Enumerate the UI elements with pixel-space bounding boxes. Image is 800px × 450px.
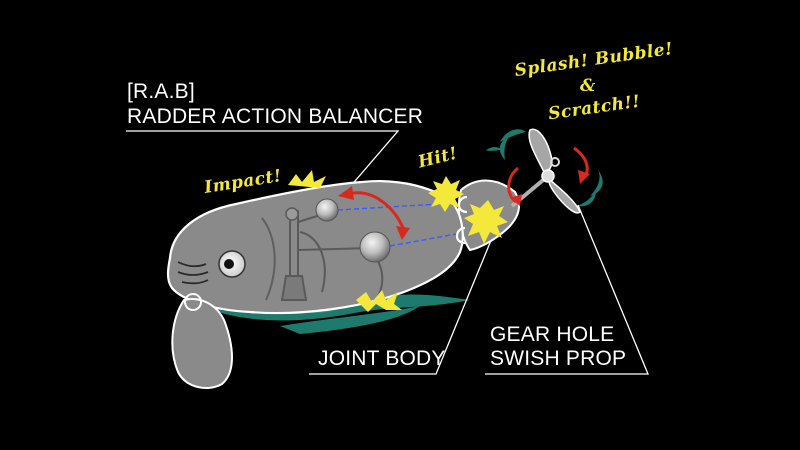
swish-prop-label: SWISH PROP xyxy=(490,347,627,370)
diving-lip xyxy=(171,298,233,389)
pivot-knob xyxy=(285,207,299,221)
balancer-ball-lower xyxy=(359,231,391,263)
balancer-ball-upper xyxy=(315,198,339,222)
swish-prop xyxy=(528,128,581,214)
lure-mouth xyxy=(177,261,209,285)
line-tie-eye xyxy=(184,293,202,311)
gear-hole-label: GEAR HOLE xyxy=(490,323,615,346)
rab-abbreviation: [R.A.B] xyxy=(127,80,195,103)
gill-line xyxy=(261,217,276,301)
impact-bursts xyxy=(288,170,508,312)
main-body xyxy=(166,180,464,315)
leader-lines xyxy=(126,130,649,375)
splash-callout-line2: & xyxy=(580,76,596,96)
rab-full-name: RADDER ACTION BALANCER xyxy=(127,105,424,128)
arrowheads xyxy=(338,170,590,240)
eye xyxy=(218,250,246,278)
joint-eyelets xyxy=(455,195,468,245)
joint-body-label: JOINT BODY xyxy=(318,347,446,370)
